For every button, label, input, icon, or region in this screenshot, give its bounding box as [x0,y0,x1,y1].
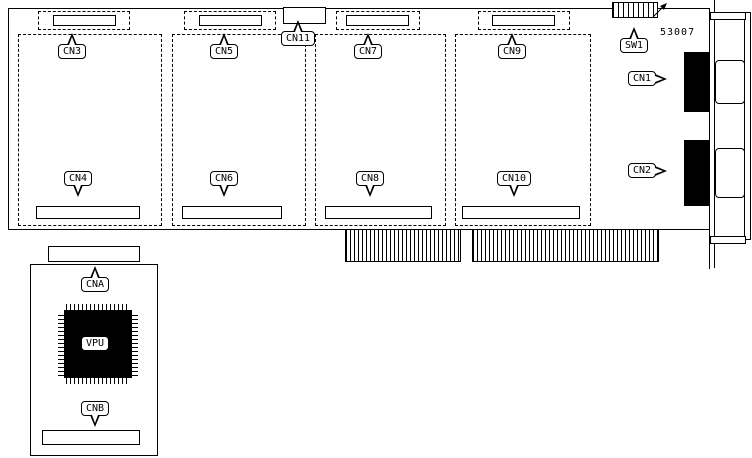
label-cn9: CN9 [498,33,527,59]
label-cna: CNA [81,266,110,292]
daughterboard-top-connector [48,246,140,262]
card-edge-fingers-group-1 [345,230,461,262]
mounting-bracket-bottom-tab [710,236,746,244]
module-4-outline [455,34,591,226]
label-cn4: CN4 [64,171,93,197]
dip-switch [612,2,658,18]
header-socket-4 [478,11,570,30]
header-connector-2 [199,15,262,26]
vpu-pins-left [58,312,64,376]
label-cn7: CN7 [354,33,383,59]
label-cn2: CN2 [628,163,668,178]
switch-arrow-icon [652,3,667,18]
label-cnb: CNB [81,401,110,427]
label-cn6: CN6 [210,171,239,197]
module-1-outline [18,34,162,226]
header-connector-1 [53,15,116,26]
cn2-port-shell [715,148,745,198]
vpu-pins-right [132,312,138,376]
label-cn1: CN1 [628,71,668,86]
label-sw1: SW1 [620,27,649,53]
vpu-pins-top [66,304,130,310]
label-cn8: CN8 [356,171,385,197]
module-3-connector [325,206,432,219]
label-cn5: CN5 [210,33,239,59]
module-2-outline [172,34,306,226]
header-socket-3 [336,11,420,30]
part-number: 53007 [660,27,696,38]
label-cn3: CN3 [58,33,87,59]
label-cn11: CN11 [281,20,316,46]
label-vpu: VPU [81,336,110,351]
mounting-bracket-inner-edge [709,229,710,269]
header-connector-3 [346,15,409,26]
module-1-connector [36,206,140,219]
label-cn10: CN10 [497,171,532,197]
header-socket-2 [184,11,276,30]
module-3-outline [315,34,446,226]
mounting-bracket-inner-line [714,0,715,268]
cn2-connector-body [684,140,710,206]
header-socket-1 [38,11,130,30]
mounting-bracket-outer-edge [744,12,751,240]
mounting-bracket-top-tab [710,12,746,20]
cn1-port-shell [715,60,745,104]
card-edge-fingers-group-2 [472,230,659,262]
module-2-connector [182,206,282,219]
cn11-connector [283,7,326,24]
cn1-connector-body [684,52,710,112]
vpu-pins-bottom [66,378,130,384]
module-4-connector [462,206,580,219]
daughterboard-bottom-connector [42,430,140,445]
header-connector-4 [492,15,555,26]
